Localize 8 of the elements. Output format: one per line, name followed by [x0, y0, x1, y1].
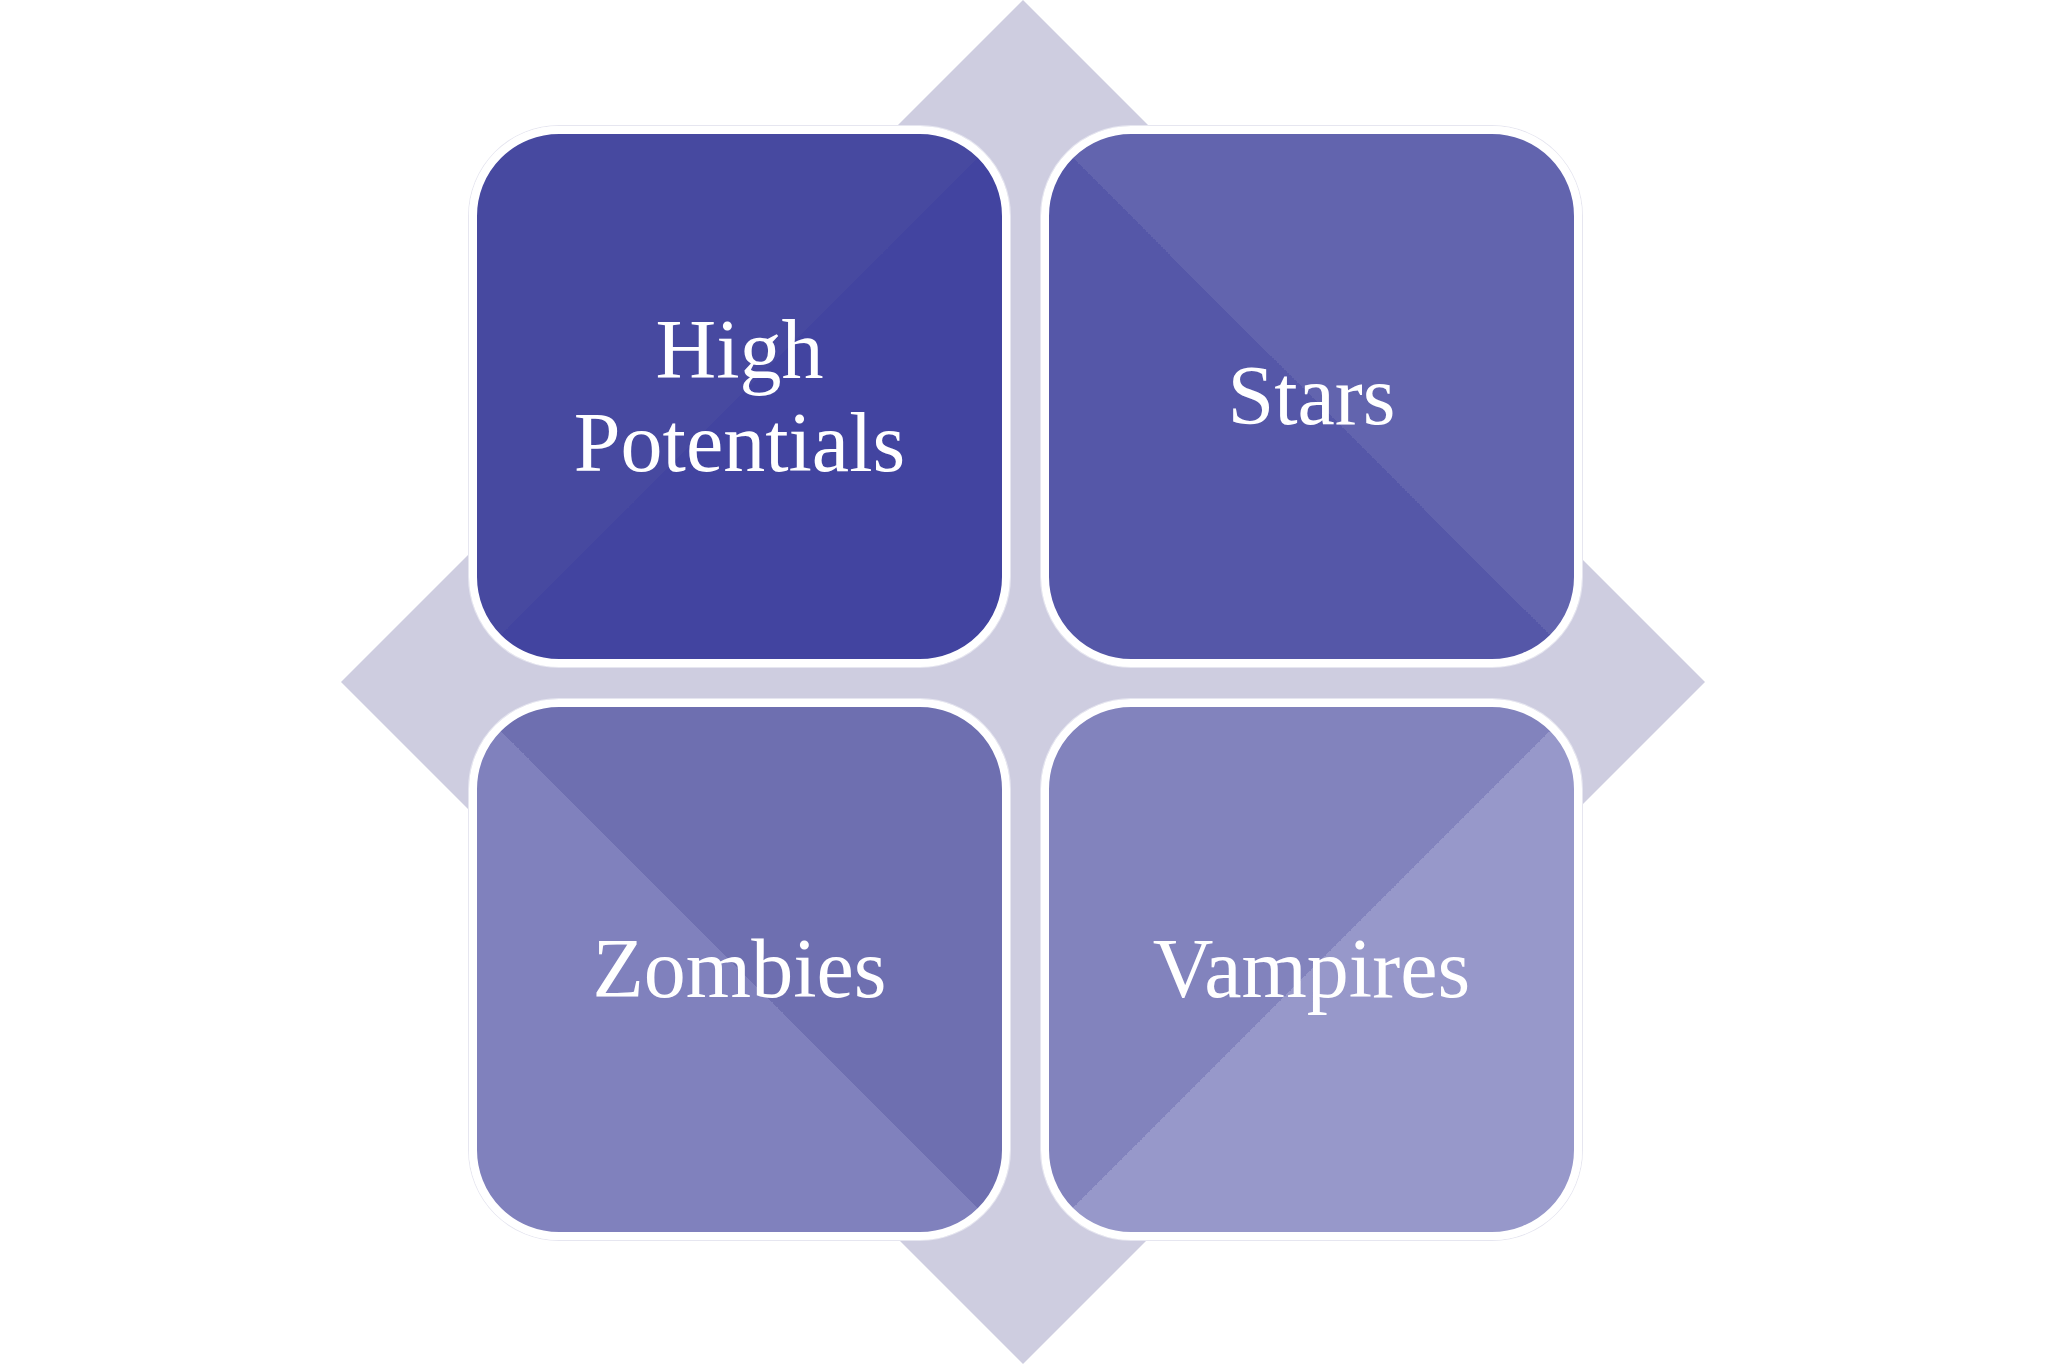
- quadrant-label: Vampires: [1151, 923, 1472, 1016]
- quadrant-box: [1041, 699, 1582, 1240]
- quadrant-box: [469, 699, 1010, 1240]
- quadrant-label: High Potentials: [572, 304, 907, 489]
- quadrant-box: [469, 126, 1010, 667]
- quadrant-box: [1041, 126, 1582, 667]
- quadrant-label: Stars: [1226, 350, 1397, 443]
- quadrant-label: Zombies: [591, 923, 888, 1016]
